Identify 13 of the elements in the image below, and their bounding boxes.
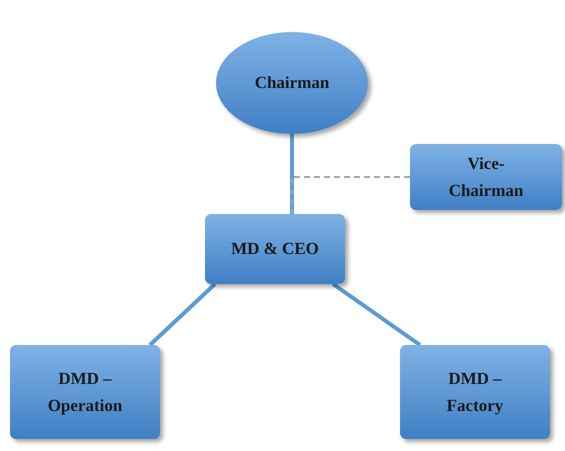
node-label: MD & CEO <box>231 238 319 260</box>
connector-line <box>148 282 216 346</box>
connector-line <box>332 282 422 347</box>
node-label: Vice-Chairman <box>448 152 524 202</box>
dashed-connector <box>290 176 410 214</box>
node-label: DMD – Operation <box>46 368 124 417</box>
node-label: Chairman <box>254 72 330 94</box>
connector-line <box>290 134 294 214</box>
rounded-box <box>10 345 160 439</box>
rounded-box <box>205 214 345 284</box>
rounded-box <box>400 345 550 439</box>
node-label: DMD – Factory <box>446 368 504 417</box>
rounded-box <box>410 144 562 210</box>
